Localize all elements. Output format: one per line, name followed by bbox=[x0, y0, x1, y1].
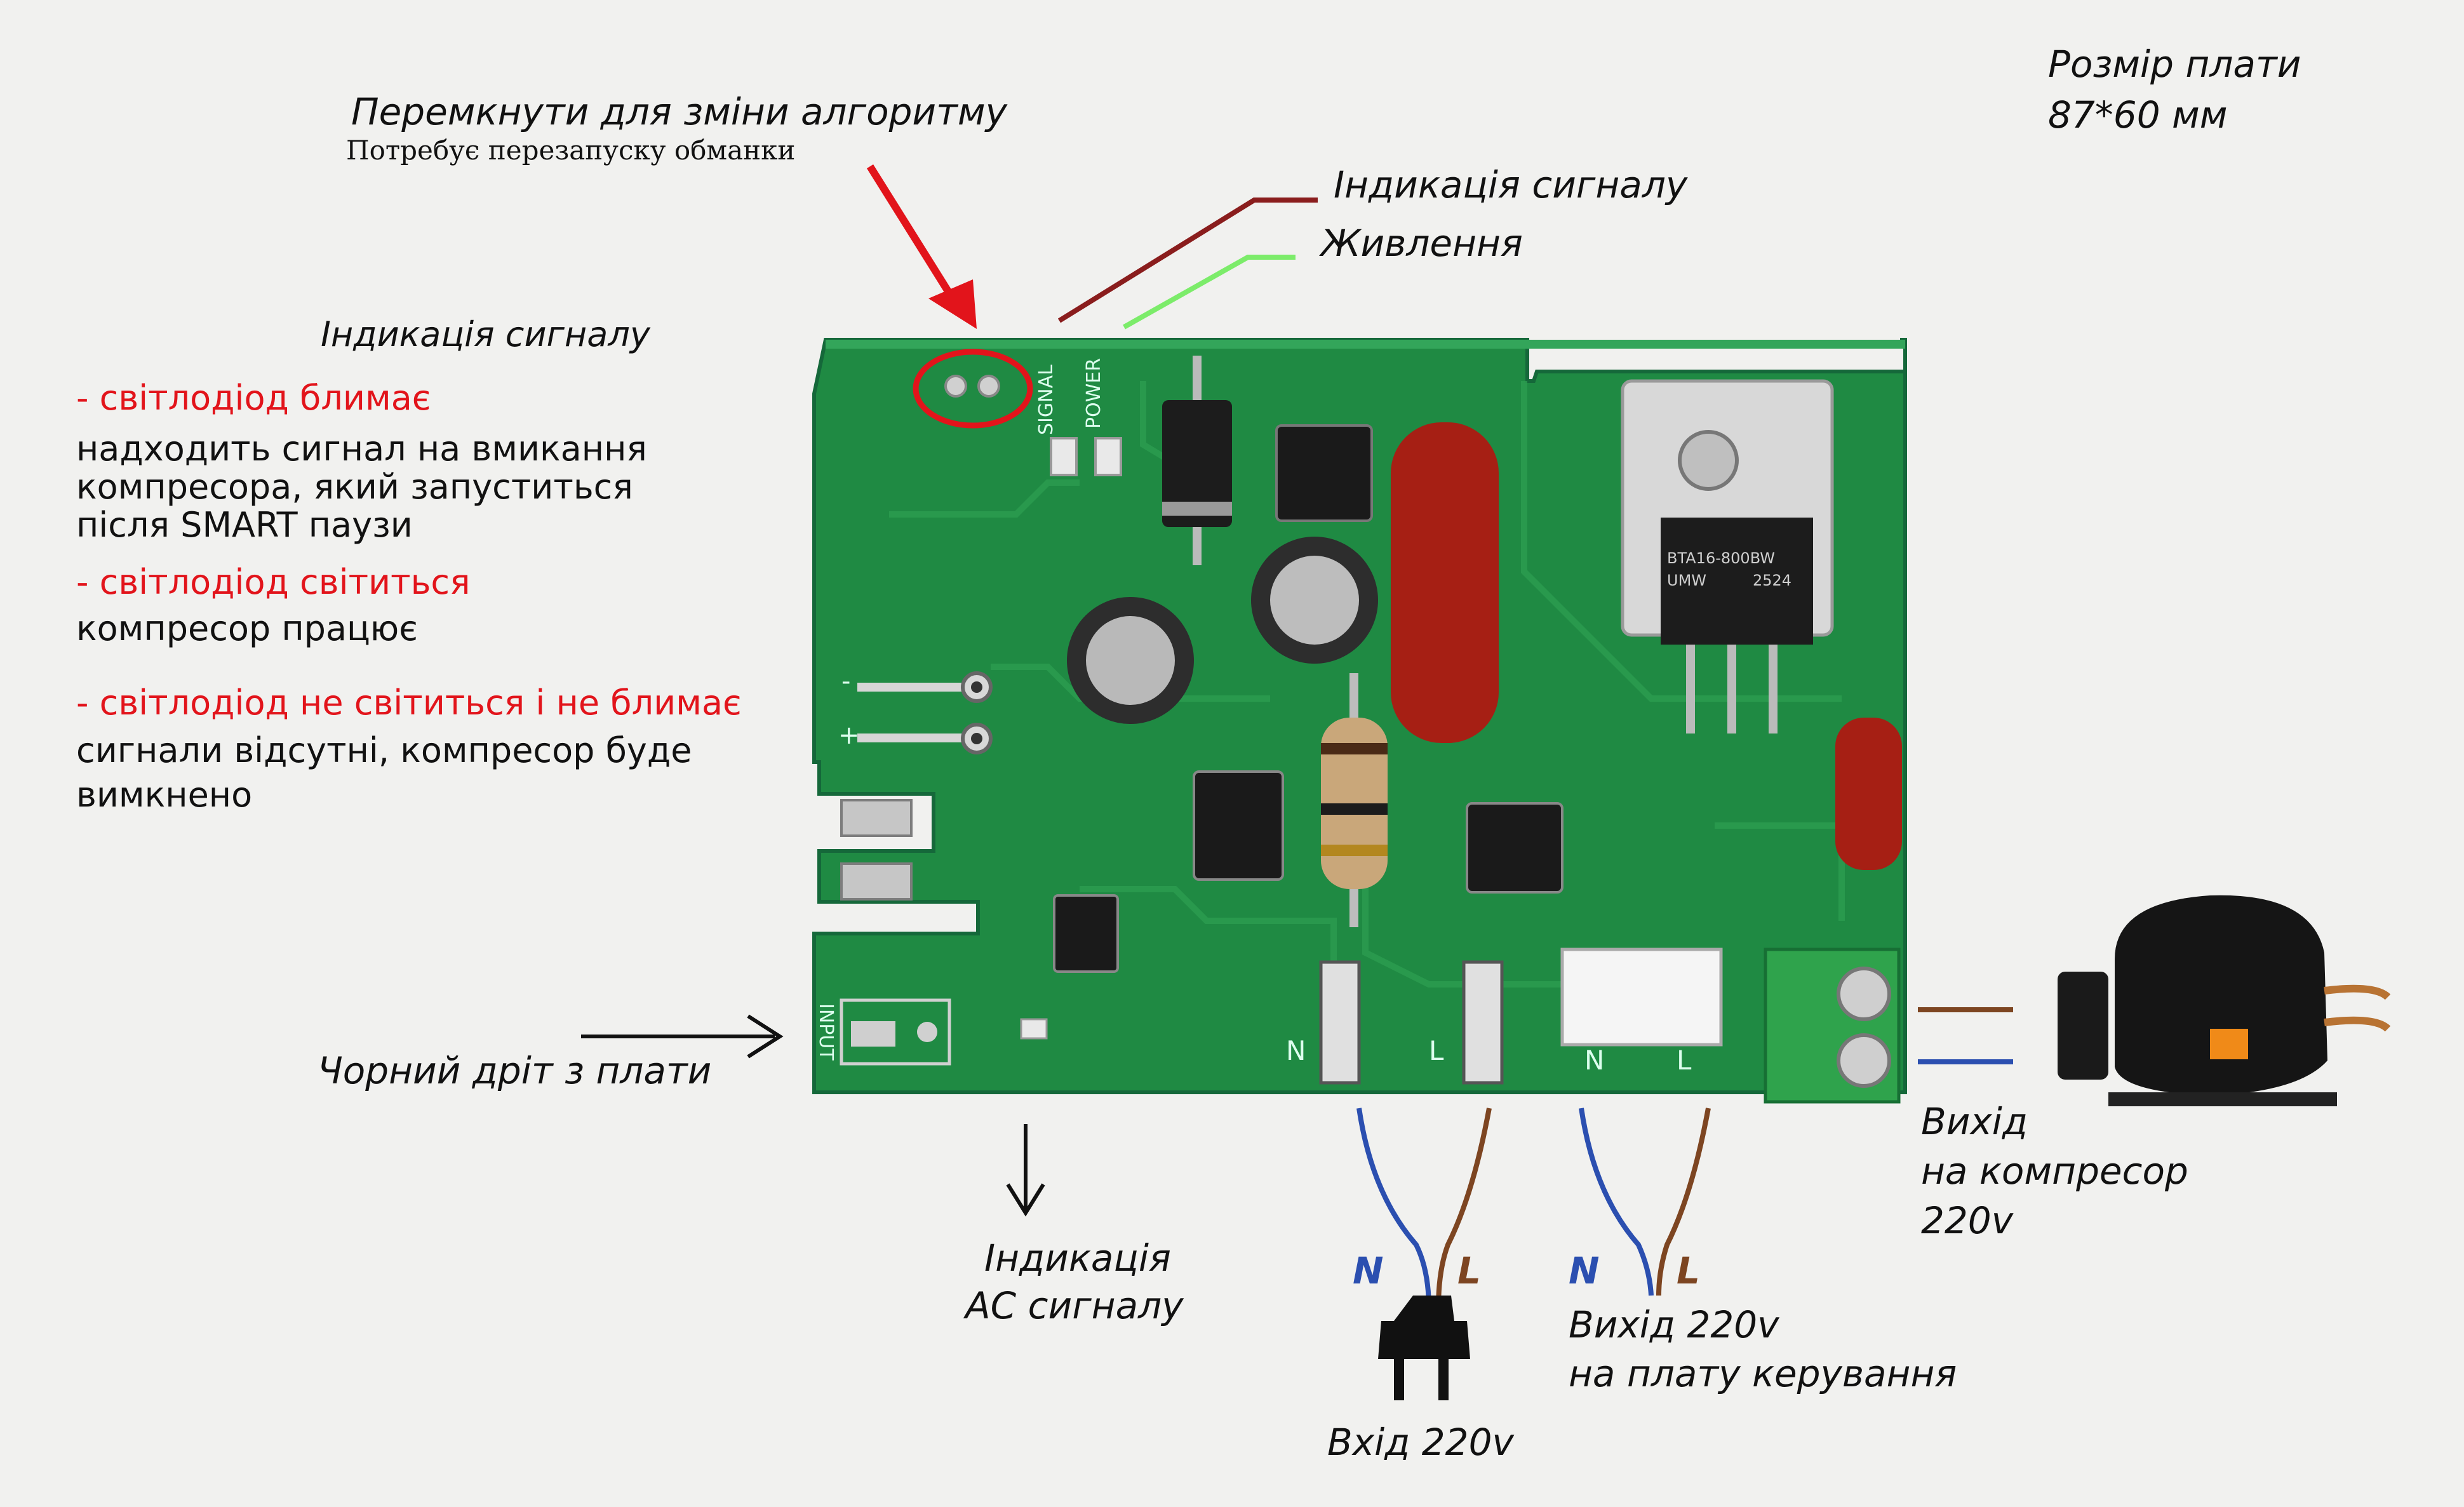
white-connector bbox=[1560, 948, 1723, 1047]
legend-desc-on-1: компресор працює bbox=[76, 608, 418, 648]
silk-triac-code-3: 2524 bbox=[1753, 572, 1792, 589]
triac-heatsink bbox=[1621, 379, 1834, 733]
power-label: Живлення bbox=[1321, 222, 1523, 265]
output-wire-l bbox=[1656, 1108, 1711, 1296]
input-wire-n bbox=[1356, 1108, 1431, 1309]
capacitors bbox=[1067, 537, 1378, 724]
jumper-note-subtitle: Потребує перезапуску обманки bbox=[346, 135, 796, 166]
legend-desc-blinking-3: після SMART паузи bbox=[76, 505, 413, 545]
input-wire-l bbox=[1436, 1108, 1492, 1309]
signal-indicator-line bbox=[1057, 198, 1318, 323]
jumper-note-title: Перемкнути для зміни алгоритму bbox=[351, 90, 1007, 133]
output-compressor-line-2: на компресор bbox=[1921, 1149, 2188, 1193]
legend-desc-off-2: вимкнено bbox=[76, 775, 253, 815]
compressor-icon bbox=[2058, 895, 2391, 1106]
output-l-letter: L bbox=[1677, 1249, 1700, 1292]
silk-plus: + bbox=[838, 721, 860, 750]
black-wire-arrow-head bbox=[747, 1014, 784, 1059]
silk-n1: N bbox=[1286, 1035, 1306, 1066]
jumper-pads bbox=[944, 375, 1000, 398]
status-leds bbox=[1050, 437, 1122, 476]
output-control-line-1: Вихід 220v bbox=[1569, 1303, 1779, 1346]
legend-desc-blinking-2: компресора, який запуститься bbox=[76, 467, 633, 507]
legend-state-off: - світлодіод не світиться і не блимає bbox=[76, 683, 742, 723]
power-indicator-line bbox=[1123, 255, 1296, 330]
jumper-arrow-head bbox=[928, 279, 977, 329]
output-compressor-line-1: Вихід bbox=[1921, 1100, 2028, 1143]
input-l-letter: L bbox=[1457, 1249, 1481, 1292]
ic-bridge bbox=[1053, 424, 1563, 973]
legend-state-blinking: - світлодіод блимає bbox=[76, 378, 431, 418]
input-220-label: Вхід 220v bbox=[1327, 1421, 1514, 1464]
legend-state-on: - світлодіод світиться bbox=[76, 562, 471, 602]
legend-desc-blinking-1: надходить сигнал на вмикання bbox=[76, 429, 647, 469]
ac-indication-line-1: Індикація bbox=[984, 1236, 1171, 1280]
silk-signal: SIGNAL bbox=[1035, 365, 1057, 435]
output-wire-n bbox=[1579, 1108, 1654, 1296]
jumper-arrow-shaft bbox=[866, 164, 960, 306]
silk-minus: - bbox=[841, 667, 851, 696]
silk-n2: N bbox=[1584, 1045, 1605, 1076]
input-n-letter: N bbox=[1353, 1249, 1384, 1292]
screw-terminal bbox=[1764, 948, 1901, 1104]
output-compressor-line-3: 220v bbox=[1921, 1199, 2014, 1242]
spade-terminals bbox=[1319, 960, 1504, 1085]
signal-indication-label: Індикація сигналу bbox=[1334, 163, 1688, 206]
output-control-line-2: на плату керування bbox=[1569, 1352, 1957, 1395]
legend-title: Індикація сигналу bbox=[321, 314, 650, 354]
board-size-value: 87*60 мм bbox=[2048, 93, 2228, 137]
ac-indication-line-2: АС сигналу bbox=[965, 1284, 1184, 1327]
jumper-highlight bbox=[913, 349, 1033, 429]
silk-power: POWER bbox=[1083, 358, 1105, 429]
pcb-edge bbox=[826, 340, 1905, 349]
silk-input: INPUT bbox=[815, 1003, 837, 1061]
board-size-title: Розмір плати bbox=[2048, 43, 2301, 86]
plug-icon bbox=[1378, 1296, 1470, 1400]
input-connector bbox=[840, 998, 1048, 1066]
silk-l1: L bbox=[1429, 1035, 1444, 1066]
silk-l2: L bbox=[1677, 1045, 1692, 1076]
silk-triac-code-2: UMW bbox=[1667, 572, 1707, 589]
black-wire-label: Чорний дріт з плати bbox=[318, 1049, 712, 1092]
power-resistor bbox=[1321, 673, 1388, 927]
film-capacitors bbox=[1391, 422, 1902, 870]
ac-indication-arrow-head bbox=[1006, 1183, 1045, 1217]
output-n-letter: N bbox=[1569, 1249, 1600, 1292]
diode bbox=[1162, 356, 1232, 565]
silk-triac-code: BTA16-800BW bbox=[1667, 549, 1776, 567]
legend-desc-off-1: сигнали відсутні, компресор буде bbox=[76, 730, 692, 770]
edge-pads bbox=[840, 671, 993, 901]
